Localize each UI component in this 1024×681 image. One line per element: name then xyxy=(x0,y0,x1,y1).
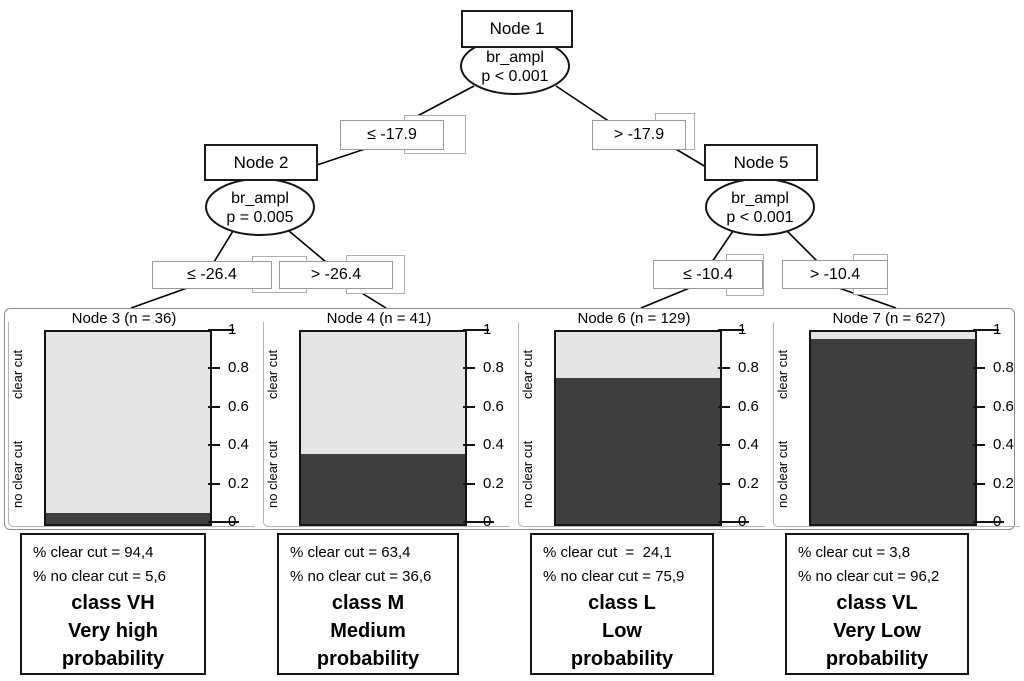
pct-no-clear-cut: % no clear cut = 96,2 xyxy=(798,568,940,585)
class-code: class VL xyxy=(836,592,918,614)
pct-clear-cut: % clear cut = 94,4 xyxy=(33,544,154,561)
panel-inner-frame xyxy=(773,322,1020,527)
class-box-node-6: % clear cut = 24,1 % no clear cut = 75,9… xyxy=(530,533,714,675)
y-category-label-clear-cut: clear cut xyxy=(265,349,280,399)
edge-label-node1-left: ≤ -17.9 xyxy=(340,120,444,150)
clear-cut-segment xyxy=(301,332,465,454)
node1-variable: br_ampl xyxy=(486,49,544,66)
edge-line xyxy=(130,286,191,309)
edge-lines xyxy=(130,85,897,309)
node1-split-label: br_ampl p < 0.001 xyxy=(455,48,575,86)
terminal-panel-node-6: Node 6 (n = 129) clear cut no clear cut … xyxy=(514,308,767,531)
y-category-label-no-clear-cut: no clear cut xyxy=(10,440,25,508)
terminal-panel-header: Node 4 (n = 41) xyxy=(326,310,432,327)
class-name: Low xyxy=(602,620,642,642)
class-box-node-4: % clear cut = 63,4 % no clear cut = 36,6… xyxy=(277,533,459,675)
edge-line xyxy=(786,230,819,263)
edge-line xyxy=(673,147,707,168)
clear-cut-segment xyxy=(811,332,975,339)
node1-p-value: p < 0.001 xyxy=(481,68,549,85)
node5-title: Node 5 xyxy=(733,152,789,172)
pct-no-clear-cut: % no clear cut = 5,6 xyxy=(33,568,166,585)
no-clear-cut-segment xyxy=(301,454,465,524)
node2-variable: br_ampl xyxy=(231,190,289,207)
stacked-bar xyxy=(809,330,977,526)
edge-label-node5-left: ≤ -10.4 xyxy=(653,260,763,289)
y-category-label-no-clear-cut: no clear cut xyxy=(520,440,535,508)
pct-no-clear-cut: % no clear cut = 75,9 xyxy=(543,568,685,585)
terminal-panel-header: Node 6 (n = 129) xyxy=(577,310,691,327)
node2-p-value: p = 0.005 xyxy=(226,209,294,226)
edge-label-node5-right: > -10.4 xyxy=(782,260,888,289)
node5-title-box: Node 5 xyxy=(704,144,818,181)
pct-clear-cut: % clear cut = 24,1 xyxy=(543,544,672,561)
panel-inner-frame xyxy=(518,322,765,527)
class-probability-label: probability xyxy=(61,648,165,670)
class-name: Very high xyxy=(67,620,159,642)
node2-title: Node 2 xyxy=(233,152,289,172)
pct-clear-cut: % clear cut = 63,4 xyxy=(290,544,411,561)
terminal-panel-node-3: Node 3 (n = 36) clear cut no clear cut 1… xyxy=(4,308,257,531)
class-name: Very Low xyxy=(833,620,921,642)
no-clear-cut-segment xyxy=(46,513,210,524)
stacked-bar xyxy=(44,330,212,526)
no-clear-cut-segment xyxy=(556,378,720,524)
edge-line xyxy=(835,286,897,309)
split-node-ellipses xyxy=(205,37,815,236)
edge-label-node2-left: ≤ -26.4 xyxy=(152,261,272,289)
node1-title-box: Node 1 xyxy=(461,10,573,48)
class-name: Medium xyxy=(330,620,406,642)
edge-line xyxy=(711,230,734,263)
class-code: class M xyxy=(331,592,405,614)
terminal-panel-node-7: Node 7 (n = 627) clear cut no clear cut … xyxy=(769,308,1022,531)
class-box-node-7: % clear cut = 3,8 % no clear cut = 96,2 … xyxy=(785,533,969,675)
class-probability-label: probability xyxy=(316,648,420,670)
node1-title: Node 1 xyxy=(489,19,545,38)
pct-clear-cut: % clear cut = 3,8 xyxy=(798,544,911,561)
panel-inner-frame xyxy=(8,322,255,527)
class-probability-label: probability xyxy=(825,648,929,670)
y-category-label-clear-cut: clear cut xyxy=(775,349,790,399)
edge-label-node2-right: > -26.4 xyxy=(279,261,393,289)
edge-line xyxy=(640,286,693,309)
y-category-label-no-clear-cut: no clear cut xyxy=(265,440,280,508)
node5-variable: br_ampl xyxy=(731,190,789,207)
edge-line xyxy=(555,85,611,123)
class-probability-label: probability xyxy=(570,648,674,670)
class-box-node-3: % clear cut = 94,4 % no clear cut = 5,6 … xyxy=(20,533,206,675)
edge-label-node1-right: > -17.9 xyxy=(592,120,686,150)
class-code: class L xyxy=(588,592,656,614)
node2-split-label: br_ampl p = 0.005 xyxy=(200,189,320,227)
stacked-bar xyxy=(299,330,467,526)
edge-line xyxy=(288,230,327,263)
terminal-panel-header: Node 3 (n = 36) xyxy=(71,310,177,327)
terminal-panel-header: Node 7 (n = 627) xyxy=(832,310,946,327)
node5-p-value: p < 0.001 xyxy=(726,209,794,226)
pct-no-clear-cut: % no clear cut = 36,6 xyxy=(290,568,432,585)
clear-cut-segment xyxy=(556,332,720,378)
edge-line xyxy=(213,230,234,263)
stacked-bar xyxy=(554,330,722,526)
terminal-panel-node-4: Node 4 (n = 41) clear cut no clear cut 1… xyxy=(259,308,512,531)
class-code: class VH xyxy=(71,592,155,614)
y-category-label-clear-cut: clear cut xyxy=(520,349,535,399)
node5-split-label: br_ampl p < 0.001 xyxy=(700,189,820,227)
panel-inner-frame xyxy=(263,322,510,527)
edge-line xyxy=(310,147,369,168)
node2-title-box: Node 2 xyxy=(204,144,318,181)
y-category-label-no-clear-cut: no clear cut xyxy=(775,440,790,508)
clear-cut-segment xyxy=(46,332,210,513)
no-clear-cut-segment xyxy=(811,339,975,524)
y-category-label-clear-cut: clear cut xyxy=(10,349,25,399)
